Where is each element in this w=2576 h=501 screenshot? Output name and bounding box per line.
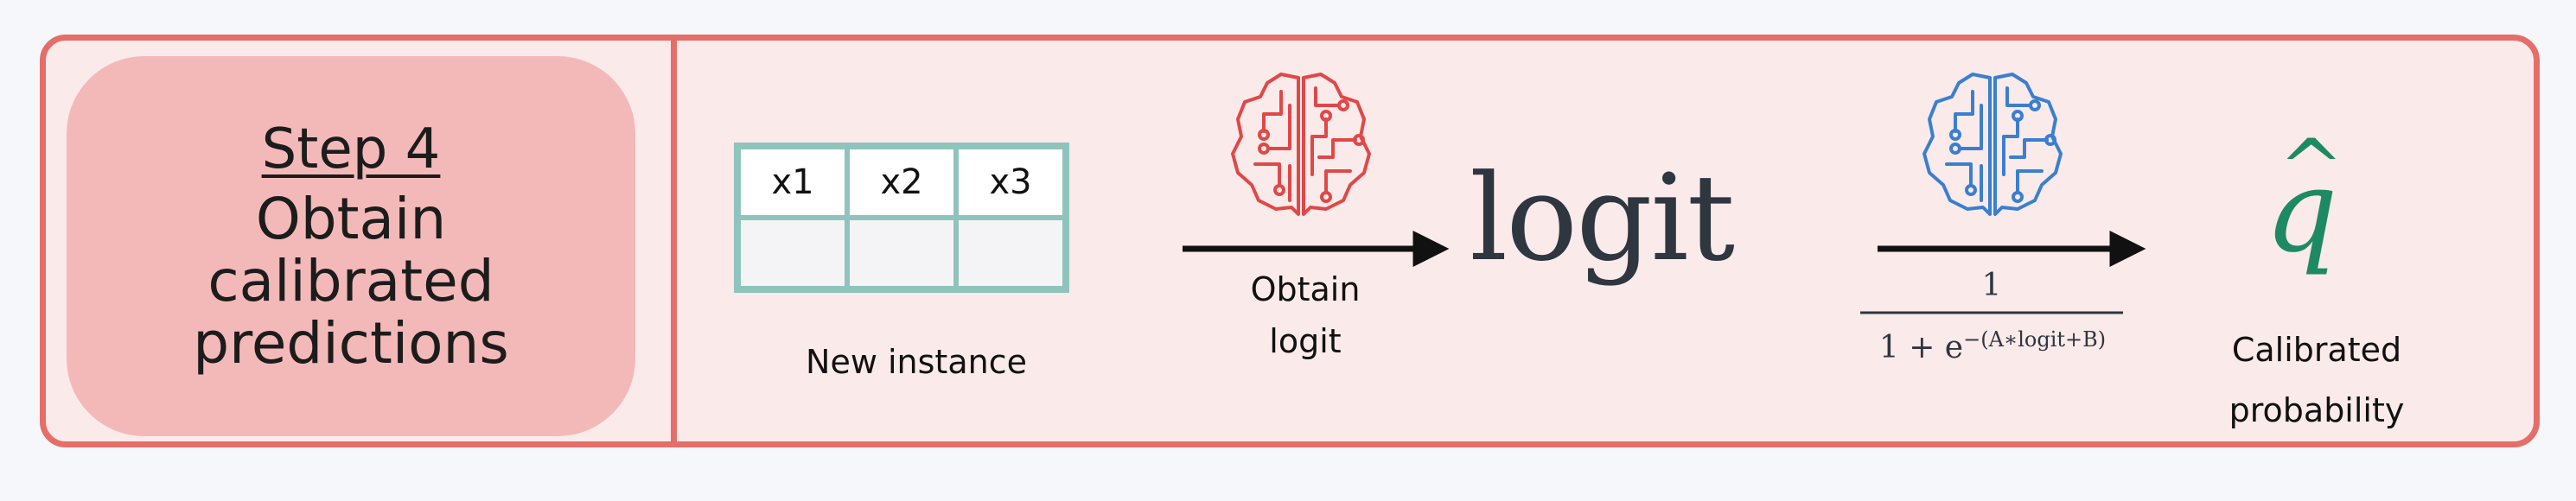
brain-circuit-blue-icon (1922, 73, 2063, 216)
sigmoid-denominator: 1 + e−(A∗logit+B) (1859, 320, 2126, 368)
arrow1-label-line2: logit (1269, 322, 1342, 360)
output-caption-line1: Calibrated (2231, 331, 2402, 369)
new-instance-table: x1 x2 x3 (734, 143, 1069, 293)
step-title: Step 4 (261, 117, 441, 181)
table-cell-empty (956, 218, 1065, 289)
table-header-x1: x1 (738, 147, 847, 218)
table-header-x2: x2 (847, 147, 956, 218)
step-line-2: calibrated (207, 248, 494, 314)
step-line-3: predictions (193, 310, 509, 377)
logit-text: logit (1470, 149, 1735, 288)
arrow1-label-line1: Obtain (1250, 270, 1361, 308)
q-hat-accent: ^ (2279, 123, 2344, 213)
output-caption-line2: probability (2228, 391, 2405, 429)
step-line-1: Obtain (255, 186, 447, 252)
panel-divider (671, 41, 677, 441)
sigmoid-exponent: −(A∗logit+B) (1963, 327, 2107, 352)
table-cell-empty (847, 218, 956, 289)
sigmoid-denominator-base: 1 + e (1878, 330, 1964, 365)
step-label-box: Step 4 Obtain calibrated predictions (67, 56, 635, 436)
sigmoid-numerator: 1 (1981, 268, 2002, 303)
q-hat-symbol: q (2265, 145, 2338, 278)
table-cell-empty (738, 218, 847, 289)
table-caption: New instance (806, 343, 1027, 381)
table-header-x3: x3 (956, 147, 1065, 218)
brain-circuit-red-icon (1231, 73, 1371, 216)
